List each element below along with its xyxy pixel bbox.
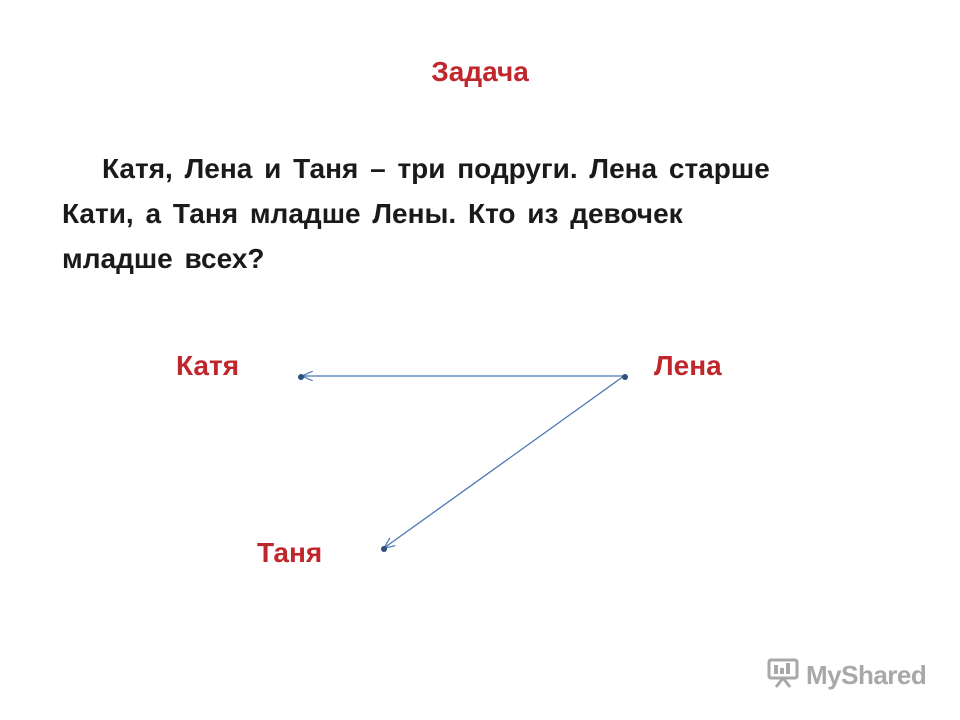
problem-line-1: Катя, Лена и Таня – три подруги. Лена ст… <box>102 153 770 184</box>
point-tanya <box>381 546 387 552</box>
presentation-board-icon <box>766 656 800 695</box>
problem-text: Катя, Лена и Таня – три подруги. Лена ст… <box>62 146 902 281</box>
point-katya <box>298 374 304 380</box>
label-lena: Лена <box>654 350 722 381</box>
problem-line-3: младше всех? <box>62 243 265 274</box>
label-katya: Катя <box>176 350 240 381</box>
slide-title: Задача <box>431 56 529 87</box>
problem-line-2: Кати, а Таня младше Лены. Кто из девочек <box>62 198 683 229</box>
point-lena <box>622 374 628 380</box>
watermark-text: MyShared <box>806 660 927 690</box>
watermark: MyShared <box>766 656 927 695</box>
arrow-lena-to-tanya <box>384 375 625 548</box>
label-tanya: Таня <box>257 537 323 568</box>
